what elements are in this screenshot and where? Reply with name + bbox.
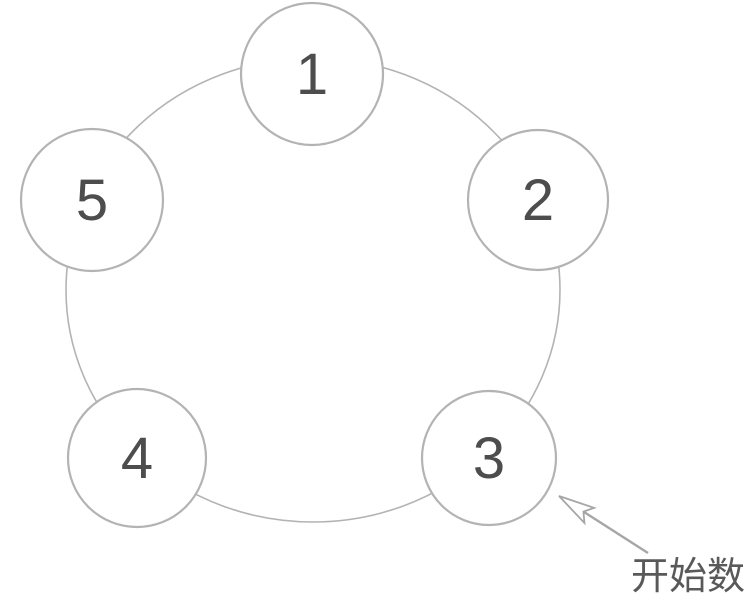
node-number: 2 bbox=[522, 168, 554, 233]
node-number: 3 bbox=[473, 426, 505, 491]
node-2: 2 bbox=[466, 128, 610, 272]
node-number: 5 bbox=[76, 168, 108, 233]
node-circle bbox=[420, 389, 558, 527]
node-number: 4 bbox=[121, 426, 153, 491]
node-3: 3 bbox=[420, 389, 558, 527]
annotation-label: 开始数 bbox=[631, 556, 745, 598]
node-circle bbox=[239, 1, 385, 147]
node-5: 5 bbox=[19, 127, 165, 273]
node-circle bbox=[66, 387, 208, 529]
node-1: 1 bbox=[239, 1, 385, 147]
node-circle bbox=[466, 128, 610, 272]
node-circle bbox=[19, 127, 165, 273]
annotation-arrowhead-icon bbox=[558, 495, 597, 526]
node-number: 1 bbox=[296, 42, 328, 107]
node-4: 4 bbox=[66, 387, 208, 529]
annotation-arrow-shaft bbox=[582, 510, 649, 555]
